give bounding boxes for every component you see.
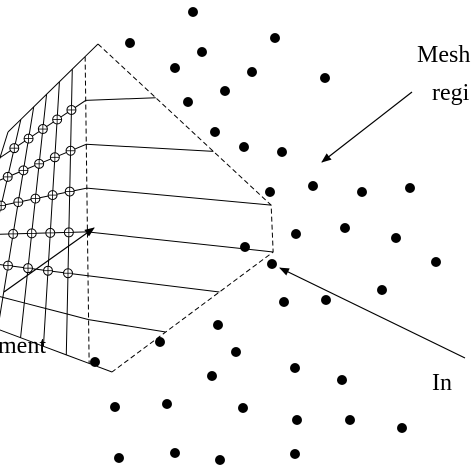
meshless-node — [183, 97, 193, 107]
mesh-node — [26, 228, 37, 239]
mesh-node — [47, 190, 58, 201]
meshless-node — [231, 347, 241, 357]
meshless-node — [90, 357, 100, 367]
arrow-to-element — [3, 227, 95, 293]
meshless-node — [215, 455, 225, 465]
mesh-node — [66, 104, 77, 115]
meshless-node — [125, 38, 135, 48]
grid-column-line — [65, 69, 73, 355]
mesh-node — [23, 133, 34, 144]
meshless-node — [292, 415, 302, 425]
grid-column-line — [0, 106, 35, 319]
meshless-node — [279, 297, 289, 307]
meshless-node — [247, 67, 257, 77]
interface-boundary-line — [97, 43, 274, 373]
mesh-node — [18, 165, 29, 176]
meshless-node — [290, 363, 300, 373]
mesh-node — [49, 152, 60, 163]
meshless-node — [405, 183, 415, 193]
meshless-node — [238, 403, 248, 413]
mesh-node — [37, 124, 48, 135]
meshless-dots — [90, 7, 441, 465]
mesh-node — [63, 227, 74, 238]
meshless-node — [308, 181, 318, 191]
meshless-node — [290, 449, 300, 459]
meshless-node — [391, 233, 401, 243]
meshless-node — [207, 371, 217, 381]
mesh-node — [0, 200, 7, 211]
arrows — [3, 91, 466, 359]
mesh-node — [8, 228, 19, 239]
grid-column-line — [42, 81, 60, 347]
meshless-node — [170, 448, 180, 458]
mesh-node — [23, 263, 33, 274]
grid-column-line — [0, 131, 9, 160]
mesh-region-label-line2: regi — [432, 80, 470, 106]
mesh-node — [30, 193, 41, 204]
meshless-node — [320, 73, 330, 83]
meshless-node — [155, 337, 165, 347]
grid-row-line — [0, 296, 166, 333]
grid-row-line — [7, 43, 99, 133]
mesh-node — [9, 143, 20, 154]
meshless-node — [345, 415, 355, 425]
meshless-node — [197, 47, 207, 57]
mesh-node — [2, 171, 13, 182]
mesh-node — [64, 186, 75, 197]
meshless-node — [114, 453, 124, 463]
meshless-node — [213, 320, 223, 330]
grid-row-line — [0, 264, 220, 293]
mesh-node — [34, 158, 45, 169]
mesh-node — [13, 197, 24, 208]
meshless-node — [220, 86, 230, 96]
meshless-node — [188, 7, 198, 17]
grid-column-line — [84, 56, 90, 364]
grid-row-line — [0, 329, 113, 373]
mesh-region-label-line1: Mesh — [417, 42, 470, 68]
mesh-node — [63, 268, 73, 279]
meshless-node — [337, 375, 347, 385]
meshless-node — [291, 229, 301, 239]
grid-column-line — [20, 94, 48, 338]
mesh-node — [52, 114, 63, 125]
meshless-node — [377, 285, 387, 295]
mesh-grid-lines — [0, 43, 274, 373]
grid-row-line — [0, 143, 214, 181]
meshless-node — [162, 399, 172, 409]
meshless-node — [239, 142, 249, 152]
mesh-node — [3, 260, 13, 271]
meshless-node — [431, 257, 441, 267]
mesh-node — [43, 265, 53, 276]
meshless-node — [210, 127, 220, 137]
grid-row-line — [0, 187, 272, 207]
meshless-node — [321, 295, 331, 305]
mesh-node — [65, 145, 76, 156]
meshless-node — [265, 187, 275, 197]
meshless-node — [340, 223, 350, 233]
element-label: ment — [0, 333, 46, 359]
meshless-node — [357, 187, 367, 197]
grid-row-line — [0, 231, 274, 253]
grid-row-line — [0, 97, 156, 159]
meshless-node — [270, 33, 280, 43]
meshless-node — [170, 63, 180, 73]
mesh-node — [45, 227, 56, 238]
meshless-node — [240, 242, 250, 252]
meshless-node — [267, 259, 277, 269]
interface-label: In — [432, 370, 452, 396]
meshless-node — [277, 147, 287, 157]
meshless-node — [397, 423, 407, 433]
meshless-node — [110, 402, 120, 412]
arrow-to-meshless-region — [321, 91, 413, 163]
arrow-to-interface — [279, 267, 466, 359]
mesh-nodes — [0, 104, 77, 279]
